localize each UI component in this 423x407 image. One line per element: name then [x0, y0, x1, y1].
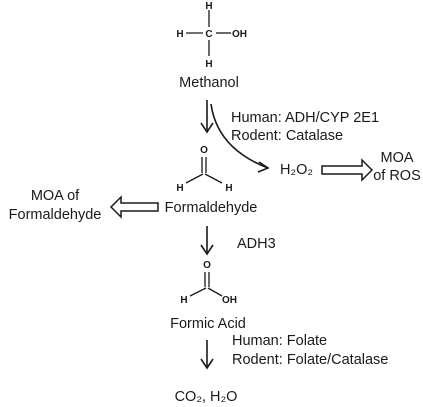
step3-human-enzyme: Human: Folate	[232, 333, 327, 349]
methanol-structure: H H C OH H	[176, 1, 247, 70]
formaldehyde-oxygen: O	[200, 145, 208, 156]
methanol-hydroxyl: OH	[232, 29, 247, 40]
arrowhead-formaldehyde-to-formic-acid	[200, 244, 214, 256]
arrowhead-to-h2o2	[257, 161, 270, 173]
methanol-h-top: H	[205, 1, 212, 12]
moa-ros-line1: MOA	[380, 150, 413, 166]
formic-acid-h: H	[180, 295, 187, 306]
formic-acid-oxygen: O	[203, 260, 211, 271]
moa-ros-line2: of ROS	[373, 168, 421, 184]
formic-acid-label: Formic Acid	[170, 316, 246, 332]
arrow-to-h2o2	[210, 103, 269, 169]
formaldehyde-structure: O H H	[176, 145, 232, 194]
methanol-carbon: C	[205, 29, 212, 40]
formic-acid-structure: O H OH	[180, 260, 237, 306]
step2-enzyme: ADH3	[237, 236, 276, 252]
moa-formaldehyde-line2: Formaldehyde	[9, 207, 102, 223]
formic-acid-hydroxyl: OH	[222, 295, 237, 306]
hollow-arrow-to-formaldehyde-moa	[109, 195, 159, 219]
formaldehyde-label: Formaldehyde	[165, 200, 258, 216]
h2o2-label: H₂O₂	[280, 162, 313, 178]
moa-formaldehyde-line1: MOA of	[31, 188, 80, 204]
arrowhead-formic-acid-to-co2	[200, 358, 214, 370]
step1-human-enzyme: Human: ADH/CYP 2E1	[231, 110, 379, 126]
end-products-label: CO₂, H₂O	[175, 389, 238, 405]
methanol-h-bottom: H	[205, 59, 212, 70]
step1-rodent-enzyme: Rodent: Catalase	[231, 128, 343, 144]
methanol-h-left: H	[176, 29, 183, 40]
formaldehyde-h-left: H	[176, 183, 183, 194]
methanol-label: Methanol	[179, 75, 239, 91]
arrowhead-methanol-to-formaldehyde	[200, 122, 214, 134]
formaldehyde-h-right: H	[225, 183, 232, 194]
hollow-arrow-to-ros	[321, 158, 374, 182]
step3-rodent-enzyme: Rodent: Folate/Catalase	[232, 352, 388, 368]
